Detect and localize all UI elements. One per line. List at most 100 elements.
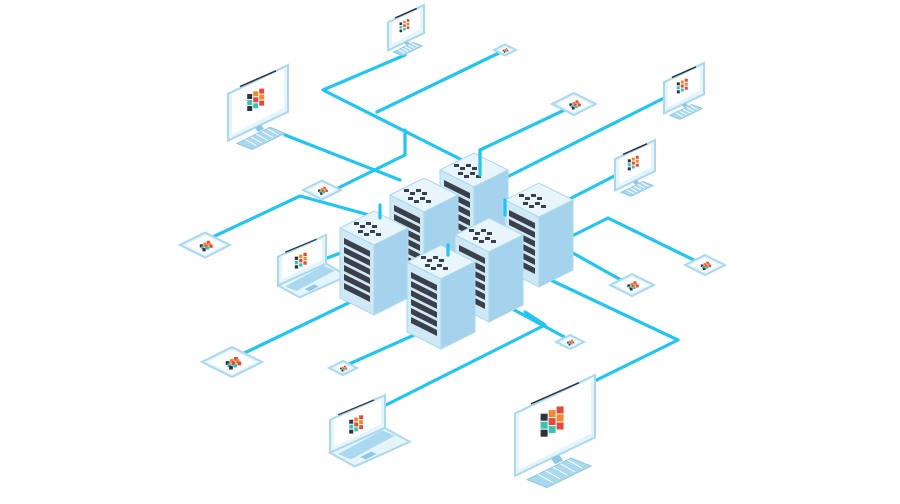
- screen-tile: [504, 48, 506, 51]
- screen-tile: [406, 22, 410, 26]
- screen-tile: [676, 90, 680, 94]
- server-vent: [487, 232, 492, 235]
- screen-tile: [343, 368, 346, 371]
- screen-tile: [204, 244, 208, 248]
- server-vent: [404, 189, 409, 192]
- server-vent: [472, 167, 477, 170]
- screen-tile: [209, 244, 213, 248]
- phone-icon: [491, 43, 519, 57]
- keyboard-keys: [267, 128, 279, 136]
- keyboard-keys: [552, 466, 568, 476]
- phone-icon: [553, 333, 587, 351]
- server-vent: [370, 230, 375, 233]
- network-cable: [375, 48, 507, 114]
- screen-tile: [505, 50, 507, 53]
- screen-tile: [631, 284, 635, 288]
- server-rack-icon: [338, 210, 410, 316]
- screen-tile: [507, 49, 509, 52]
- server-side: [488, 234, 524, 323]
- server-vent: [416, 189, 421, 192]
- screen-tile: [403, 20, 406, 24]
- keyboard-keys: [686, 106, 695, 112]
- screen-tile: [548, 426, 556, 434]
- keyboard-keys: [637, 183, 646, 189]
- laptop-keyboard: [285, 265, 335, 292]
- keyboard-keys: [408, 44, 416, 49]
- network-cable: [328, 128, 407, 194]
- keyboard-keys: [630, 187, 638, 193]
- screen-tile: [247, 94, 253, 100]
- screen-tile: [631, 165, 635, 169]
- server-vent: [531, 194, 536, 197]
- screen-tile: [354, 427, 359, 432]
- keyboard-keys: [256, 133, 268, 141]
- screen-tile: [359, 420, 364, 425]
- screen-tile: [237, 361, 242, 366]
- screen-tile: [253, 97, 259, 103]
- keyboard-keys: [261, 131, 274, 138]
- desktop-monitor-icon: [227, 63, 289, 151]
- server-vent: [469, 229, 474, 232]
- screen-tile: [342, 367, 345, 370]
- screen-tile: [233, 363, 238, 368]
- screen-tile: [703, 263, 707, 266]
- screen-tile: [635, 155, 639, 159]
- screen-tile: [303, 252, 307, 257]
- keyboard: [525, 457, 593, 489]
- keyboard-keys: [245, 139, 257, 147]
- keyboard-keys: [538, 474, 553, 483]
- screen-tile: [567, 342, 570, 345]
- screen-tile: [340, 367, 342, 370]
- screen-tile: [701, 265, 705, 269]
- server-drive-bay: [344, 274, 370, 293]
- screen-tile: [320, 188, 324, 191]
- screen-tile: [319, 190, 322, 194]
- screen-tile: [684, 78, 688, 82]
- screen-tile: [203, 242, 207, 246]
- laptop-icon: [275, 233, 350, 299]
- screen-tile: [354, 417, 359, 422]
- server-vent: [535, 202, 540, 205]
- screen-tile: [320, 192, 323, 195]
- network-cable: [503, 88, 682, 180]
- screen-tile: [632, 286, 636, 290]
- server-drive-bay: [411, 272, 437, 291]
- server-drive-bay: [411, 308, 437, 327]
- server-drive-bay: [509, 219, 535, 238]
- server-vent: [427, 259, 432, 262]
- keyboard-keys: [675, 112, 684, 118]
- screen-tile: [569, 103, 573, 107]
- screen-tile: [684, 82, 688, 86]
- screen-tile: [503, 51, 506, 53]
- server-vent: [364, 233, 369, 236]
- server-vent: [529, 205, 534, 208]
- screen-tile: [294, 260, 299, 265]
- network-cable: [321, 53, 464, 162]
- keyboard: [619, 180, 655, 197]
- server-vent: [354, 222, 359, 225]
- network-cable: [378, 310, 547, 410]
- screen-tile: [636, 284, 639, 288]
- screen-tile: [631, 161, 635, 165]
- screen-tile: [234, 356, 238, 361]
- screen-tile: [247, 100, 253, 106]
- network-cable: [283, 133, 402, 182]
- screen-tile: [406, 26, 410, 29]
- screen-tile: [299, 258, 303, 263]
- screen-tile: [341, 369, 344, 372]
- monitor-screen: [668, 67, 700, 108]
- keyboard-keys: [682, 108, 691, 114]
- screen-tile: [229, 359, 234, 363]
- screen-tile: [399, 29, 403, 33]
- screen-tile: [345, 367, 348, 370]
- screen-tile: [229, 365, 233, 370]
- screen-tile: [259, 100, 265, 106]
- screen-tile: [569, 341, 572, 344]
- screen-tile: [705, 266, 709, 269]
- keyboard-keys: [401, 47, 409, 53]
- server-drive-bay: [344, 265, 370, 284]
- server-vent: [491, 240, 496, 243]
- screen-tile: [571, 106, 575, 110]
- screen-tile: [359, 425, 364, 430]
- server-vent: [537, 197, 542, 200]
